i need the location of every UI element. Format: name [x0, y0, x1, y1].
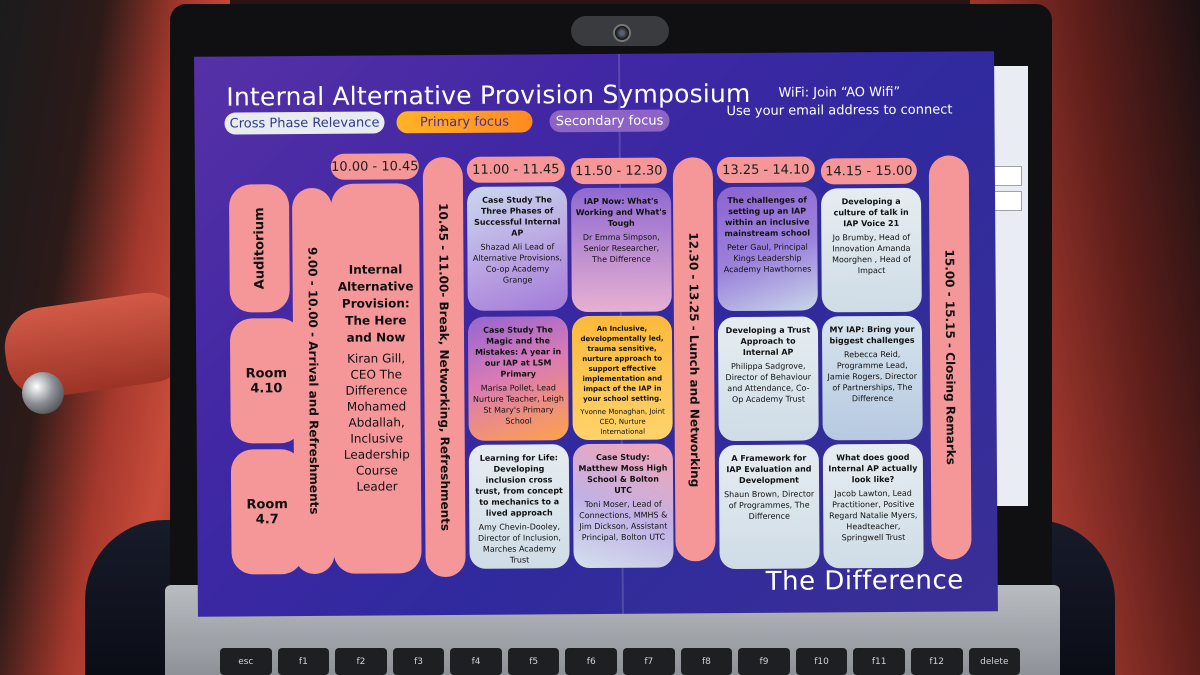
- session-title: Developing a culture of talk in IAP Voic…: [833, 196, 909, 229]
- key[interactable]: f4: [450, 648, 502, 675]
- room-4-7: Room 4.7: [230, 449, 304, 575]
- room-4-10: Room 4.10: [229, 318, 303, 444]
- session-speaker: Marisa Pollet, Lead Nurture Teacher, Lei…: [472, 383, 564, 426]
- keynote-card: Internal Alternative Provision: The Here…: [330, 183, 422, 574]
- session-title: Developing a Trust Approach to Internal …: [725, 325, 811, 357]
- key[interactable]: f2: [335, 648, 387, 675]
- break-bar: 10.45 - 11.00- Break, Networking, Refres…: [422, 156, 466, 578]
- room-label: Room 4.10: [245, 365, 288, 396]
- keynote-speakers: Kiran Gill, CEO The Difference Mohamed A…: [343, 351, 410, 494]
- key[interactable]: f5: [507, 648, 560, 675]
- session-title: The challenges of setting up an IAP with…: [724, 195, 811, 239]
- session-title: IAP Now: What's Working and What's Tough: [575, 196, 667, 228]
- session-speaker: Rebecca Reid, Programme Lead, Jamie Roge…: [827, 349, 918, 404]
- key[interactable]: esc: [220, 648, 272, 675]
- keynote-title: Internal Alternative Provision: The Here…: [337, 262, 414, 345]
- session-card: Case Study The Three Phases of Successfu…: [466, 186, 568, 311]
- room-label: Room 4.7: [246, 496, 288, 527]
- key[interactable]: f8: [680, 648, 733, 675]
- wifi-info: WiFi: Join “AO Wifi” Use your email addr…: [714, 83, 964, 121]
- time-slot: 13.25 - 14.10: [716, 156, 815, 184]
- brand-logo-text: The Difference: [765, 565, 964, 597]
- session-card: What does good Internal AP actually look…: [822, 443, 924, 569]
- arrival-label: 9.00 - 10.00 - Arrival and Refreshments: [305, 247, 322, 515]
- wifi-line: Use your email address to connect: [726, 102, 953, 120]
- key[interactable]: f9: [738, 648, 790, 675]
- key[interactable]: delete: [968, 648, 1021, 675]
- key[interactable]: f1: [277, 648, 330, 675]
- session-card: Developing a Trust Approach to Internal …: [717, 316, 819, 442]
- lunch-label: 12.30 - 13.25 - Lunch and Networking: [686, 231, 703, 487]
- session-speaker: Dr Emma Simpson, Senior Researcher, The …: [582, 232, 660, 265]
- session-card: Developing a culture of talk in IAP Voic…: [820, 187, 922, 313]
- time-slot: 14.15 - 15.00: [820, 157, 917, 185]
- time-slot: 10.00 - 10.45: [330, 153, 419, 180]
- session-card: Learning for Life: Developing inclusion …: [468, 444, 570, 569]
- session-speaker: Jo Brumby, Head of Innovation Amanda Moo…: [832, 232, 911, 276]
- session-speaker: Shazad Ali Lead of Alternative Provision…: [472, 242, 563, 285]
- chair-rivet: [22, 372, 64, 414]
- session-speaker: Jacob Lawton, Lead Practitioner, Positiv…: [829, 488, 918, 543]
- session-title: Case Study The Three Phases of Successfu…: [474, 195, 561, 238]
- key[interactable]: f3: [392, 648, 445, 675]
- legend-secondary: Secondary focus: [549, 109, 670, 133]
- closing-bar: 15.00 - 15.15 - Closing Remarks: [928, 155, 972, 560]
- lunch-bar: 12.30 - 13.25 - Lunch and Networking: [672, 157, 716, 562]
- closing-label: 15.00 - 15.15 - Closing Remarks: [942, 249, 958, 466]
- room-auditorium: Auditorium: [228, 184, 290, 313]
- wifi-line: WiFi: Join “AO Wifi”: [778, 84, 901, 101]
- session-card: An Inclusive, developmentally led, traum…: [571, 315, 673, 441]
- key[interactable]: f11: [853, 648, 905, 675]
- key[interactable]: f10: [795, 648, 848, 675]
- break-label: 10.45 - 11.00- Break, Networking, Refres…: [436, 203, 453, 532]
- session-speaker: Shaun Brown, Director of Programmes, The…: [724, 489, 815, 521]
- room-label: Auditorium: [251, 207, 268, 290]
- session-card: Case Study: Matthew Moss High School & B…: [572, 443, 674, 569]
- time-slot: 11.00 - 11.45: [466, 156, 565, 183]
- session-title: An Inclusive, developmentally led, traum…: [580, 324, 664, 404]
- session-speaker: Yvonne Monaghan, Joint CEO, Nurture Inte…: [580, 407, 665, 436]
- session-speaker: Philippa Sadgrove, Director of Behaviour…: [725, 361, 812, 405]
- legend-primary: Primary focus: [396, 110, 533, 134]
- webcam-icon: [613, 24, 631, 42]
- session-speaker: Toni Moser, Lead of Connections, MMHS & …: [579, 499, 668, 543]
- key[interactable]: f6: [565, 648, 618, 675]
- session-card: MY IAP: Bring your biggest challenges Re…: [821, 315, 923, 441]
- session-speaker: Peter Gaul, Principal Kings Leadership A…: [723, 242, 812, 275]
- time-slot: 11.50 - 12.30: [570, 157, 667, 185]
- session-title: Learning for Life: Developing inclusion …: [475, 453, 563, 518]
- keyboard-row: esc f1 f2 f3 f4 f5 f6 f7 f8 f9 f10 f11 f…: [220, 648, 1021, 675]
- symposium-poster: Internal Alternative Provision Symposium…: [194, 51, 998, 617]
- session-title: MY IAP: Bring your biggest challenges: [829, 324, 915, 346]
- key[interactable]: f12: [910, 648, 963, 675]
- session-title: What does good Internal AP actually look…: [828, 452, 918, 485]
- session-card: The challenges of setting up an IAP with…: [716, 186, 818, 312]
- legend-cross-phase: Cross Phase Relevance: [224, 111, 385, 135]
- key[interactable]: f7: [623, 648, 675, 675]
- session-card: Case Study The Magic and the Mistakes: A…: [467, 316, 569, 441]
- session-card: A Framework for IAP Evaluation and Devel…: [718, 444, 820, 570]
- arrival-bar: 9.00 - 10.00 - Arrival and Refreshments: [291, 187, 335, 575]
- session-title: A Framework for IAP Evaluation and Devel…: [726, 453, 812, 486]
- session-title: Case Study: Matthew Moss High School & B…: [578, 452, 668, 495]
- session-speaker: Amy Chevin-Dooley, Director of Inclusion…: [477, 522, 561, 565]
- poster-title: Internal Alternative Provision Symposium: [226, 78, 751, 112]
- session-card: IAP Now: What's Working and What's Tough…: [570, 187, 672, 313]
- session-title: Case Study The Magic and the Mistakes: A…: [475, 325, 562, 379]
